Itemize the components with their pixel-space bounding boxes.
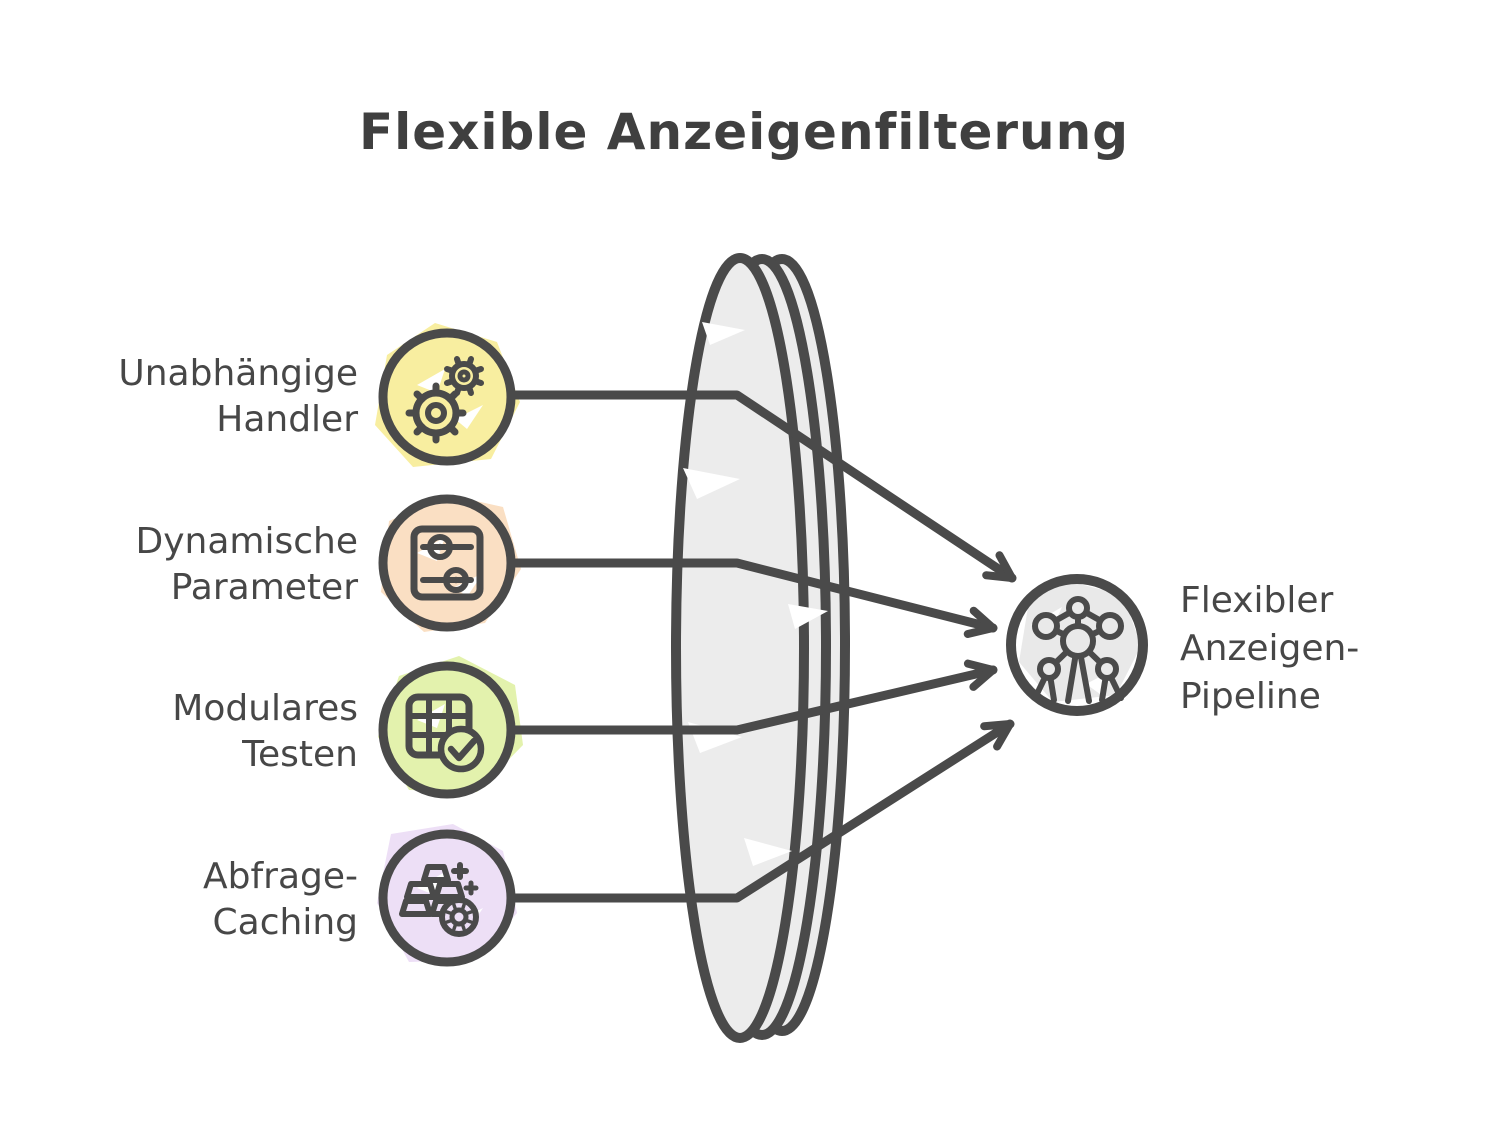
cache-coins-icon xyxy=(399,862,479,937)
circle-ring xyxy=(378,328,516,466)
label-caching: Abfrage- Caching xyxy=(203,854,358,946)
connector-line-1 xyxy=(506,390,1017,583)
connector-line-3 xyxy=(506,659,998,735)
sliders-icon xyxy=(410,525,484,601)
grid-check-icon xyxy=(405,693,485,773)
label-parameter: Dynamische Parameter xyxy=(136,519,359,611)
diagram-title: Flexible Anzeigenfilterung xyxy=(358,103,1130,161)
circle-ring xyxy=(378,829,516,967)
label-parameter-line1: Dynamische xyxy=(135,521,359,562)
label-output-line1: Flexibler xyxy=(1180,580,1334,621)
filter-lens xyxy=(671,253,850,1043)
connector-line-4 xyxy=(506,719,1015,903)
label-parameter-line2: Parameter xyxy=(170,567,358,608)
label-testen-line1: Modulares xyxy=(172,688,358,729)
connectors xyxy=(506,390,1017,903)
item-circle-parameter xyxy=(378,494,516,632)
label-output: Flexibler Anzeigen- Pipeline xyxy=(1180,577,1359,721)
circle-ring xyxy=(378,494,516,632)
output-node xyxy=(1006,574,1148,716)
item-circle-caching xyxy=(378,829,516,967)
label-handler-line2: Handler xyxy=(216,399,358,440)
label-output-line2: Anzeigen- xyxy=(1180,628,1360,669)
network-icon xyxy=(1032,596,1124,704)
label-handler: Unabhängige Handler xyxy=(118,351,358,443)
diagram-root xyxy=(375,253,1148,1043)
label-handler-line1: Unabhängige xyxy=(118,353,358,394)
label-output-line3: Pipeline xyxy=(1180,676,1321,717)
label-testen-line2: Testen xyxy=(242,734,358,775)
gears-icon xyxy=(405,356,484,444)
lens-front xyxy=(671,253,809,1043)
label-caching-line1: Abfrage- xyxy=(202,856,358,897)
label-testen: Modulares Testen xyxy=(172,686,358,778)
item-circle-testen xyxy=(378,661,516,799)
label-caching-line2: Caching xyxy=(212,902,358,943)
circle-ring xyxy=(378,661,516,799)
connector-line-2 xyxy=(506,558,998,638)
circle-ring xyxy=(1006,574,1148,716)
item-circle-handler xyxy=(378,328,516,466)
